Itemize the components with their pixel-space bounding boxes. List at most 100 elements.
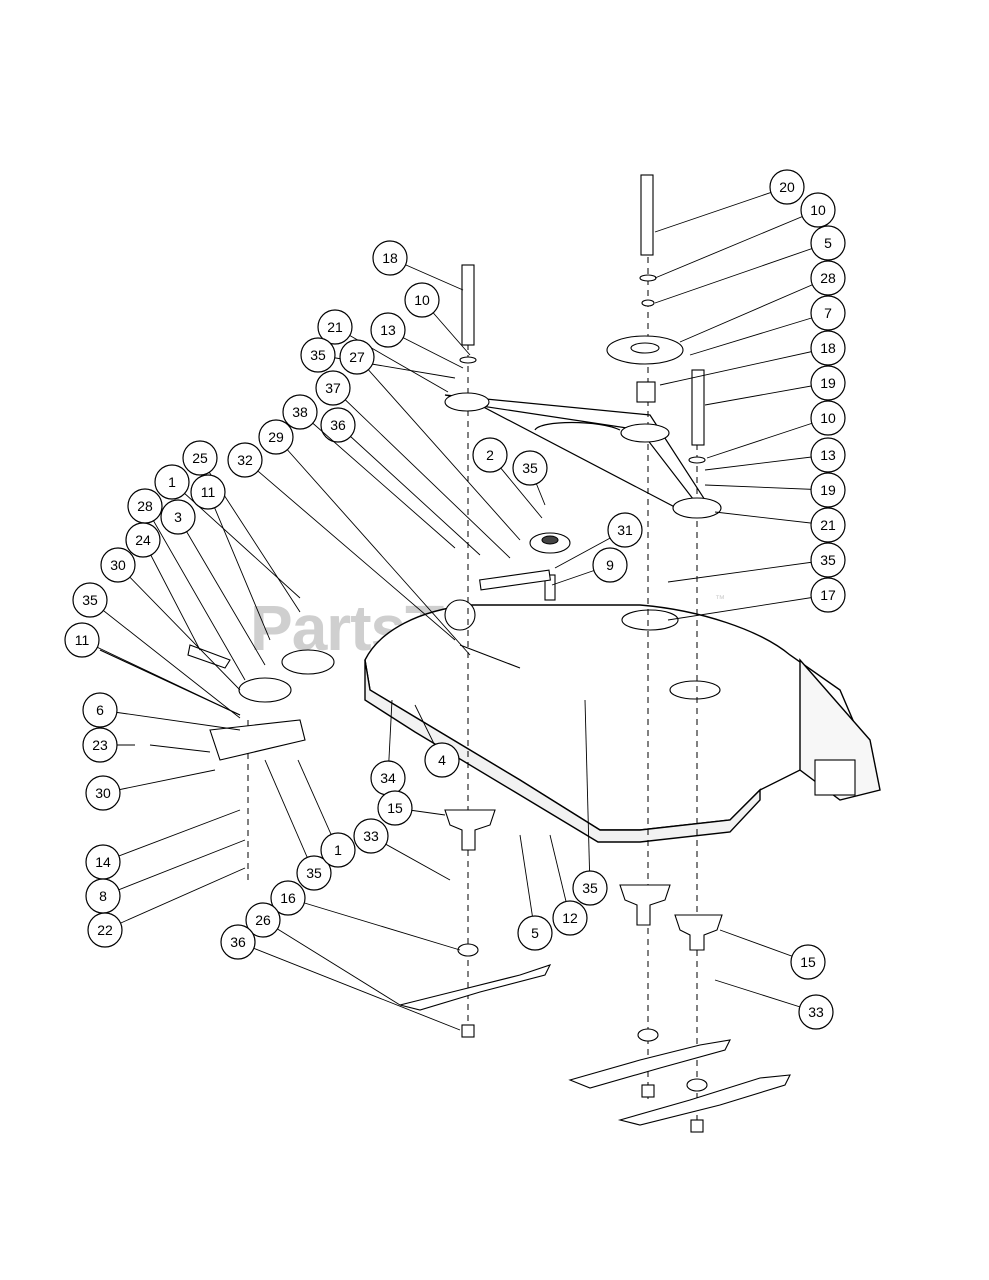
callout-leader xyxy=(667,559,829,583)
callout-label: 27 xyxy=(349,349,365,365)
callout-leader xyxy=(99,709,241,731)
callout-30: 30 xyxy=(100,547,136,583)
callout-10: 10 xyxy=(404,282,440,318)
callout-label: 21 xyxy=(327,319,343,335)
callout-balloon xyxy=(270,880,306,916)
spindle-housings xyxy=(444,809,723,1133)
callout-balloon xyxy=(320,832,356,868)
callout-36: 36 xyxy=(220,924,256,960)
callout-leader xyxy=(332,387,511,559)
callout-balloon xyxy=(810,507,846,543)
callout-label: 23 xyxy=(92,737,108,753)
shafts-and-bolts xyxy=(459,174,706,601)
watermark-trademark: ™ xyxy=(715,594,725,605)
callout-17: 17 xyxy=(810,577,846,613)
callout-leader xyxy=(337,424,481,556)
callout-5: 5 xyxy=(810,225,846,261)
callout-balloon xyxy=(769,169,805,205)
bearing-16 xyxy=(457,943,479,957)
callout-balloon xyxy=(296,855,332,891)
callout-label: 11 xyxy=(75,632,90,648)
callout-21: 21 xyxy=(810,507,846,543)
callout-balloon xyxy=(182,440,218,476)
idler-arm-assembly xyxy=(99,569,551,761)
callout-label: 5 xyxy=(531,925,539,941)
callout-label: 33 xyxy=(808,1004,824,1020)
callout-label: 1 xyxy=(168,474,176,490)
callout-label: 15 xyxy=(800,954,816,970)
callout-label: 16 xyxy=(280,890,296,906)
callout-label: 10 xyxy=(810,202,826,218)
callout-label: 10 xyxy=(820,410,836,426)
callout-label: 6 xyxy=(96,702,104,718)
callout-balloon xyxy=(125,522,161,558)
callout-35: 35 xyxy=(300,337,336,373)
idler-pulley-lower xyxy=(281,649,335,675)
callout-label: 3 xyxy=(174,509,182,525)
callout-label: 24 xyxy=(135,532,151,548)
callout-leader xyxy=(89,599,241,719)
callout-leader xyxy=(244,459,456,641)
blade-left xyxy=(399,964,552,1011)
callout-31: 31 xyxy=(607,512,643,548)
callout-leader xyxy=(287,897,461,951)
pulley-center xyxy=(620,423,670,443)
callout-leader xyxy=(689,312,829,356)
callout-35: 35 xyxy=(572,870,608,906)
callout-13: 13 xyxy=(810,437,846,473)
callout-leader xyxy=(102,769,216,794)
callout-label: 38 xyxy=(292,404,308,420)
callout-balloon xyxy=(317,309,353,345)
washer-10-left xyxy=(459,356,477,364)
callout-4: 4 xyxy=(424,742,460,778)
washer-5 xyxy=(641,299,655,307)
callout-label: 22 xyxy=(97,922,113,938)
callout-leader xyxy=(275,436,471,656)
callout-label: 4 xyxy=(438,752,446,768)
callout-label: 33 xyxy=(363,828,379,844)
callout-balloon xyxy=(404,282,440,318)
callout-balloon xyxy=(472,437,508,473)
callout-leader xyxy=(142,539,201,651)
idler-arm-30 xyxy=(209,719,306,761)
bearing-right xyxy=(686,1078,708,1092)
callout-18: 18 xyxy=(372,240,408,276)
spindle-housing-left xyxy=(444,809,496,851)
callout-label: 7 xyxy=(824,305,832,321)
callout-label: 19 xyxy=(820,375,836,391)
callout-30: 30 xyxy=(85,775,121,811)
callout-label: 18 xyxy=(820,340,836,356)
callout-label: 20 xyxy=(779,179,795,195)
callout-20: 20 xyxy=(769,169,805,205)
callout-balloon xyxy=(154,464,190,500)
washer-10-right xyxy=(688,456,706,464)
callout-label: 32 xyxy=(237,452,253,468)
callout-label: 15 xyxy=(387,800,403,816)
spring-29 xyxy=(459,644,521,669)
callout-5: 5 xyxy=(517,915,553,951)
callout-leader xyxy=(102,809,241,863)
callout-7: 7 xyxy=(810,295,846,331)
callout-balloon xyxy=(64,622,100,658)
callout-29: 29 xyxy=(258,419,294,455)
callout-balloon xyxy=(258,419,294,455)
callout-balloon xyxy=(377,790,413,826)
pulley-left xyxy=(444,392,490,412)
mower-deck-housing xyxy=(364,599,881,843)
callout-leader xyxy=(356,356,521,541)
callout-balloon xyxy=(424,742,460,778)
callout-balloon xyxy=(339,339,375,375)
callout-leader xyxy=(334,326,449,393)
pulleys xyxy=(238,335,722,703)
callout-11: 11 xyxy=(190,474,226,510)
callout-balloon xyxy=(220,924,256,960)
spindle-housing-center xyxy=(619,884,671,926)
callout-balloon xyxy=(798,994,834,1030)
callout-leader xyxy=(659,347,829,386)
callout-26: 26 xyxy=(245,902,281,938)
callout-balloon xyxy=(810,225,846,261)
idler-pulley-arm xyxy=(238,677,292,703)
spring-23 xyxy=(149,744,211,753)
callout-balloon xyxy=(72,582,108,618)
